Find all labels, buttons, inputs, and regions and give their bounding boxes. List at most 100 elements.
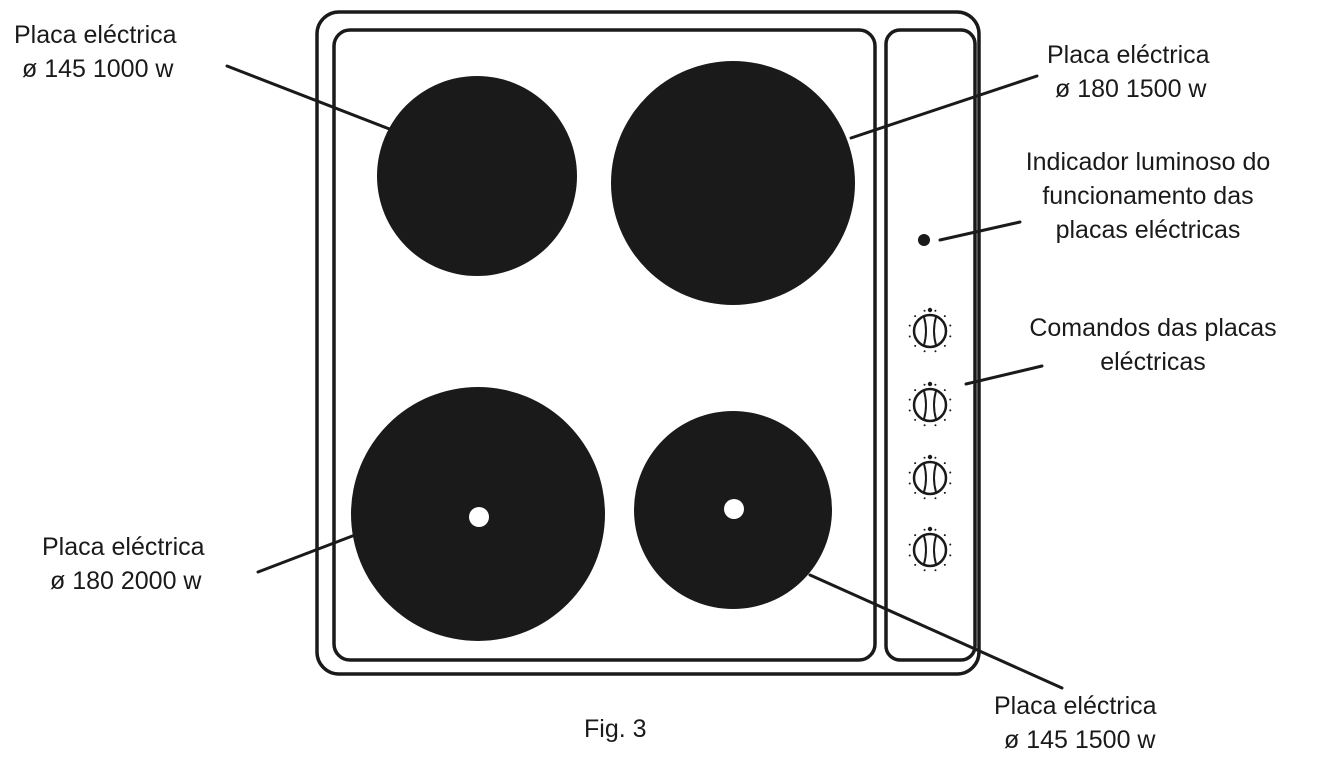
hotplate-bottom-left-center <box>469 507 489 527</box>
control-knob[interactable] <box>908 454 952 500</box>
knob-scale-mark <box>943 563 946 566</box>
knob-grip <box>923 535 937 565</box>
leader-lines <box>225 64 1064 690</box>
knob-marker <box>927 454 933 460</box>
hob-outer-frame <box>315 10 981 676</box>
knob-scale-mark <box>934 528 937 531</box>
hotplate-top-right <box>611 61 855 305</box>
leader-line-bottom-left <box>256 533 357 574</box>
knob-scale-mark <box>908 471 911 474</box>
label-line: eléctricas <box>1100 348 1206 376</box>
knob-scale-mark <box>949 398 952 401</box>
knob-scale-mark <box>934 456 937 459</box>
knob-body <box>912 532 948 568</box>
knob-scale-mark <box>934 424 937 427</box>
knob-scale-mark <box>914 563 917 566</box>
label-line: Indicador luminoso do <box>1025 148 1271 176</box>
label-line: placas eléctricas <box>1055 216 1241 244</box>
knob-scale-mark <box>943 462 946 465</box>
hotplate-bottom-right-center <box>724 499 744 519</box>
label-line: ø 145 1500 w <box>1004 726 1156 754</box>
label-line: Placa eléctrica <box>1047 41 1210 69</box>
knob-scale-mark <box>934 309 937 312</box>
knob-scale-mark <box>943 491 946 494</box>
knob-scale-mark <box>923 497 926 500</box>
knob-scale-mark <box>923 383 926 386</box>
knob-scale-mark <box>949 409 952 412</box>
control-knob[interactable] <box>908 307 952 353</box>
knob-grip <box>923 316 937 346</box>
knob-scale-mark <box>923 309 926 312</box>
knob-marker <box>927 526 933 532</box>
knob-marker <box>927 307 933 313</box>
label-line: funcionamento das <box>1042 182 1254 210</box>
hotplate-top-left <box>377 76 577 276</box>
cooking-area-frame <box>332 28 877 662</box>
knob-scale-mark <box>943 534 946 537</box>
knob-scale-mark <box>923 528 926 531</box>
knob-scale-mark <box>934 569 937 572</box>
knob-scale-mark <box>908 482 911 485</box>
label-line: Placa eléctrica <box>994 692 1157 720</box>
knob-scale-mark <box>949 482 952 485</box>
label-line: Comandos das placas <box>1029 314 1277 342</box>
knob-scale-mark <box>943 315 946 318</box>
control-knob[interactable] <box>908 381 952 427</box>
knob-marker <box>927 381 933 387</box>
knob-scale-mark <box>908 398 911 401</box>
knob-scale-mark <box>923 424 926 427</box>
knob-scale-mark <box>949 543 952 546</box>
label-line: ø 145 1000 w <box>22 55 174 83</box>
knob-scale-mark <box>908 409 911 412</box>
knob-grip <box>923 390 937 420</box>
knob-scale-mark <box>914 534 917 537</box>
leader-line-top-right <box>849 74 1039 140</box>
knob-body <box>912 387 948 423</box>
leader-line-top-left <box>225 64 394 132</box>
knob-scale-mark <box>914 418 917 421</box>
knob-scale-mark <box>923 569 926 572</box>
knob-scale-mark <box>934 383 937 386</box>
knob-scale-mark <box>914 389 917 392</box>
knob-scale-mark <box>949 554 952 557</box>
knob-scale-mark <box>949 471 952 474</box>
label-line: ø 180 2000 w <box>50 567 202 595</box>
knob-scale-mark <box>914 315 917 318</box>
knob-scale-mark <box>908 335 911 338</box>
control-panel-frame <box>884 28 977 662</box>
indicator-light <box>918 234 930 246</box>
leader-line-controls <box>964 364 1044 386</box>
knob-scale-mark <box>949 324 952 327</box>
label-hotplate-bottom-right: Placa eléctrica ø 145 1500 w <box>994 689 1157 757</box>
knob-scale-mark <box>914 491 917 494</box>
label-hotplate-bottom-left: Placa eléctrica ø 180 2000 w <box>42 530 205 598</box>
knob-scale-mark <box>908 543 911 546</box>
control-knobs <box>908 307 952 572</box>
label-line: Placa eléctrica <box>14 21 177 49</box>
knob-scale-mark <box>949 335 952 338</box>
label-indicator-light: Indicador luminoso do funcionamento das … <box>998 145 1298 247</box>
label-line: Placa eléctrica <box>42 533 205 561</box>
knob-scale-mark <box>943 418 946 421</box>
knob-scale-mark <box>908 324 911 327</box>
knob-scale-mark <box>914 462 917 465</box>
label-line: ø 180 1500 w <box>1055 75 1207 103</box>
label-hotplate-top-left: Placa eléctrica ø 145 1000 w <box>14 18 177 86</box>
label-controls: Comandos das placas eléctricas <box>998 311 1308 379</box>
knob-scale-mark <box>943 389 946 392</box>
leader-line-indicator <box>938 220 1022 242</box>
knob-grip <box>923 463 937 493</box>
figure-caption: Fig. 3 <box>584 715 647 743</box>
knob-scale-mark <box>908 554 911 557</box>
label-hotplate-top-right: Placa eléctrica ø 180 1500 w <box>1047 38 1210 106</box>
knob-scale-mark <box>923 350 926 353</box>
control-knob[interactable] <box>908 526 952 572</box>
knob-scale-mark <box>934 350 937 353</box>
knob-scale-mark <box>943 344 946 347</box>
knob-scale-mark <box>923 456 926 459</box>
knob-scale-mark <box>914 344 917 347</box>
leader-line-bottom-right <box>808 573 1064 690</box>
knob-scale-mark <box>934 497 937 500</box>
knob-body <box>912 313 948 349</box>
